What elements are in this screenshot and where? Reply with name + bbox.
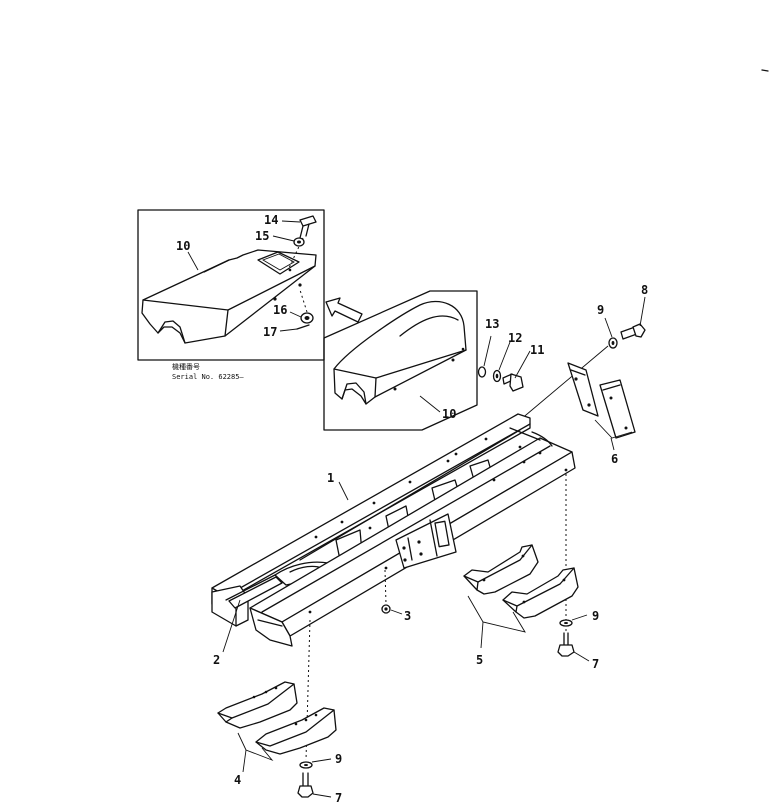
washer-part-9-left [299, 758, 332, 769]
callout-10: 10 [442, 407, 456, 421]
leader-part-2 [222, 599, 241, 653]
callout-9-right: 9 [592, 609, 599, 623]
leader-part-1 [338, 481, 349, 501]
callout-12: 12 [508, 331, 522, 345]
callout-9-left: 9 [335, 752, 342, 766]
callout-4: 4 [234, 773, 241, 787]
callout-14: 14 [264, 213, 278, 227]
callout-10-inset: 10 [176, 239, 190, 253]
bolt-part-7-right [557, 632, 590, 662]
callout-8: 8 [641, 283, 648, 297]
callout-11: 11 [530, 343, 544, 357]
washer-part-9-right [559, 614, 588, 627]
inset-arrow [325, 297, 363, 323]
track-frame-part-1 [211, 413, 576, 647]
callout-16: 16 [273, 303, 287, 317]
callout-5: 5 [476, 653, 483, 667]
callout-13: 13 [485, 317, 499, 331]
inset-note-jp: 機種番号 [172, 362, 200, 371]
shoe-part-5 [463, 544, 579, 649]
inset-note-serial: Serial No. 62285— [172, 373, 244, 381]
stray-mark [761, 69, 769, 72]
callout-3: 3 [404, 609, 411, 623]
callout-7-right: 7 [592, 657, 599, 671]
washer-part-17 [296, 324, 310, 330]
callout-7-left: 7 [335, 791, 342, 803]
callout-2: 2 [213, 653, 220, 667]
plug-part-3 [381, 604, 403, 615]
callout-1: 1 [327, 471, 334, 485]
callout-6: 6 [611, 452, 618, 466]
bolt-part-7-left [297, 772, 332, 798]
washer-part-13 [477, 335, 492, 378]
bolt-part-8 [620, 296, 646, 340]
bolt-part-11 [502, 350, 531, 392]
dash-part-3 [384, 569, 387, 605]
cover-box [323, 290, 478, 431]
callout-15: 15 [255, 229, 269, 243]
inset-variant-box: 機種番号 Serial No. 62285— [137, 209, 325, 381]
washer-part-9-upper [604, 317, 618, 349]
cover-part-10 [333, 300, 467, 405]
callout-9-upper: 9 [597, 303, 604, 317]
leader-guard-to-frame [519, 345, 609, 421]
lock-washer-part-12 [492, 341, 511, 383]
nut-part-16 [299, 289, 314, 324]
cover-part-10-inset [141, 249, 317, 344]
callout-17: 17 [263, 325, 277, 339]
guard-plate-part-6 [567, 362, 636, 451]
shoe-part-4 [217, 681, 337, 773]
